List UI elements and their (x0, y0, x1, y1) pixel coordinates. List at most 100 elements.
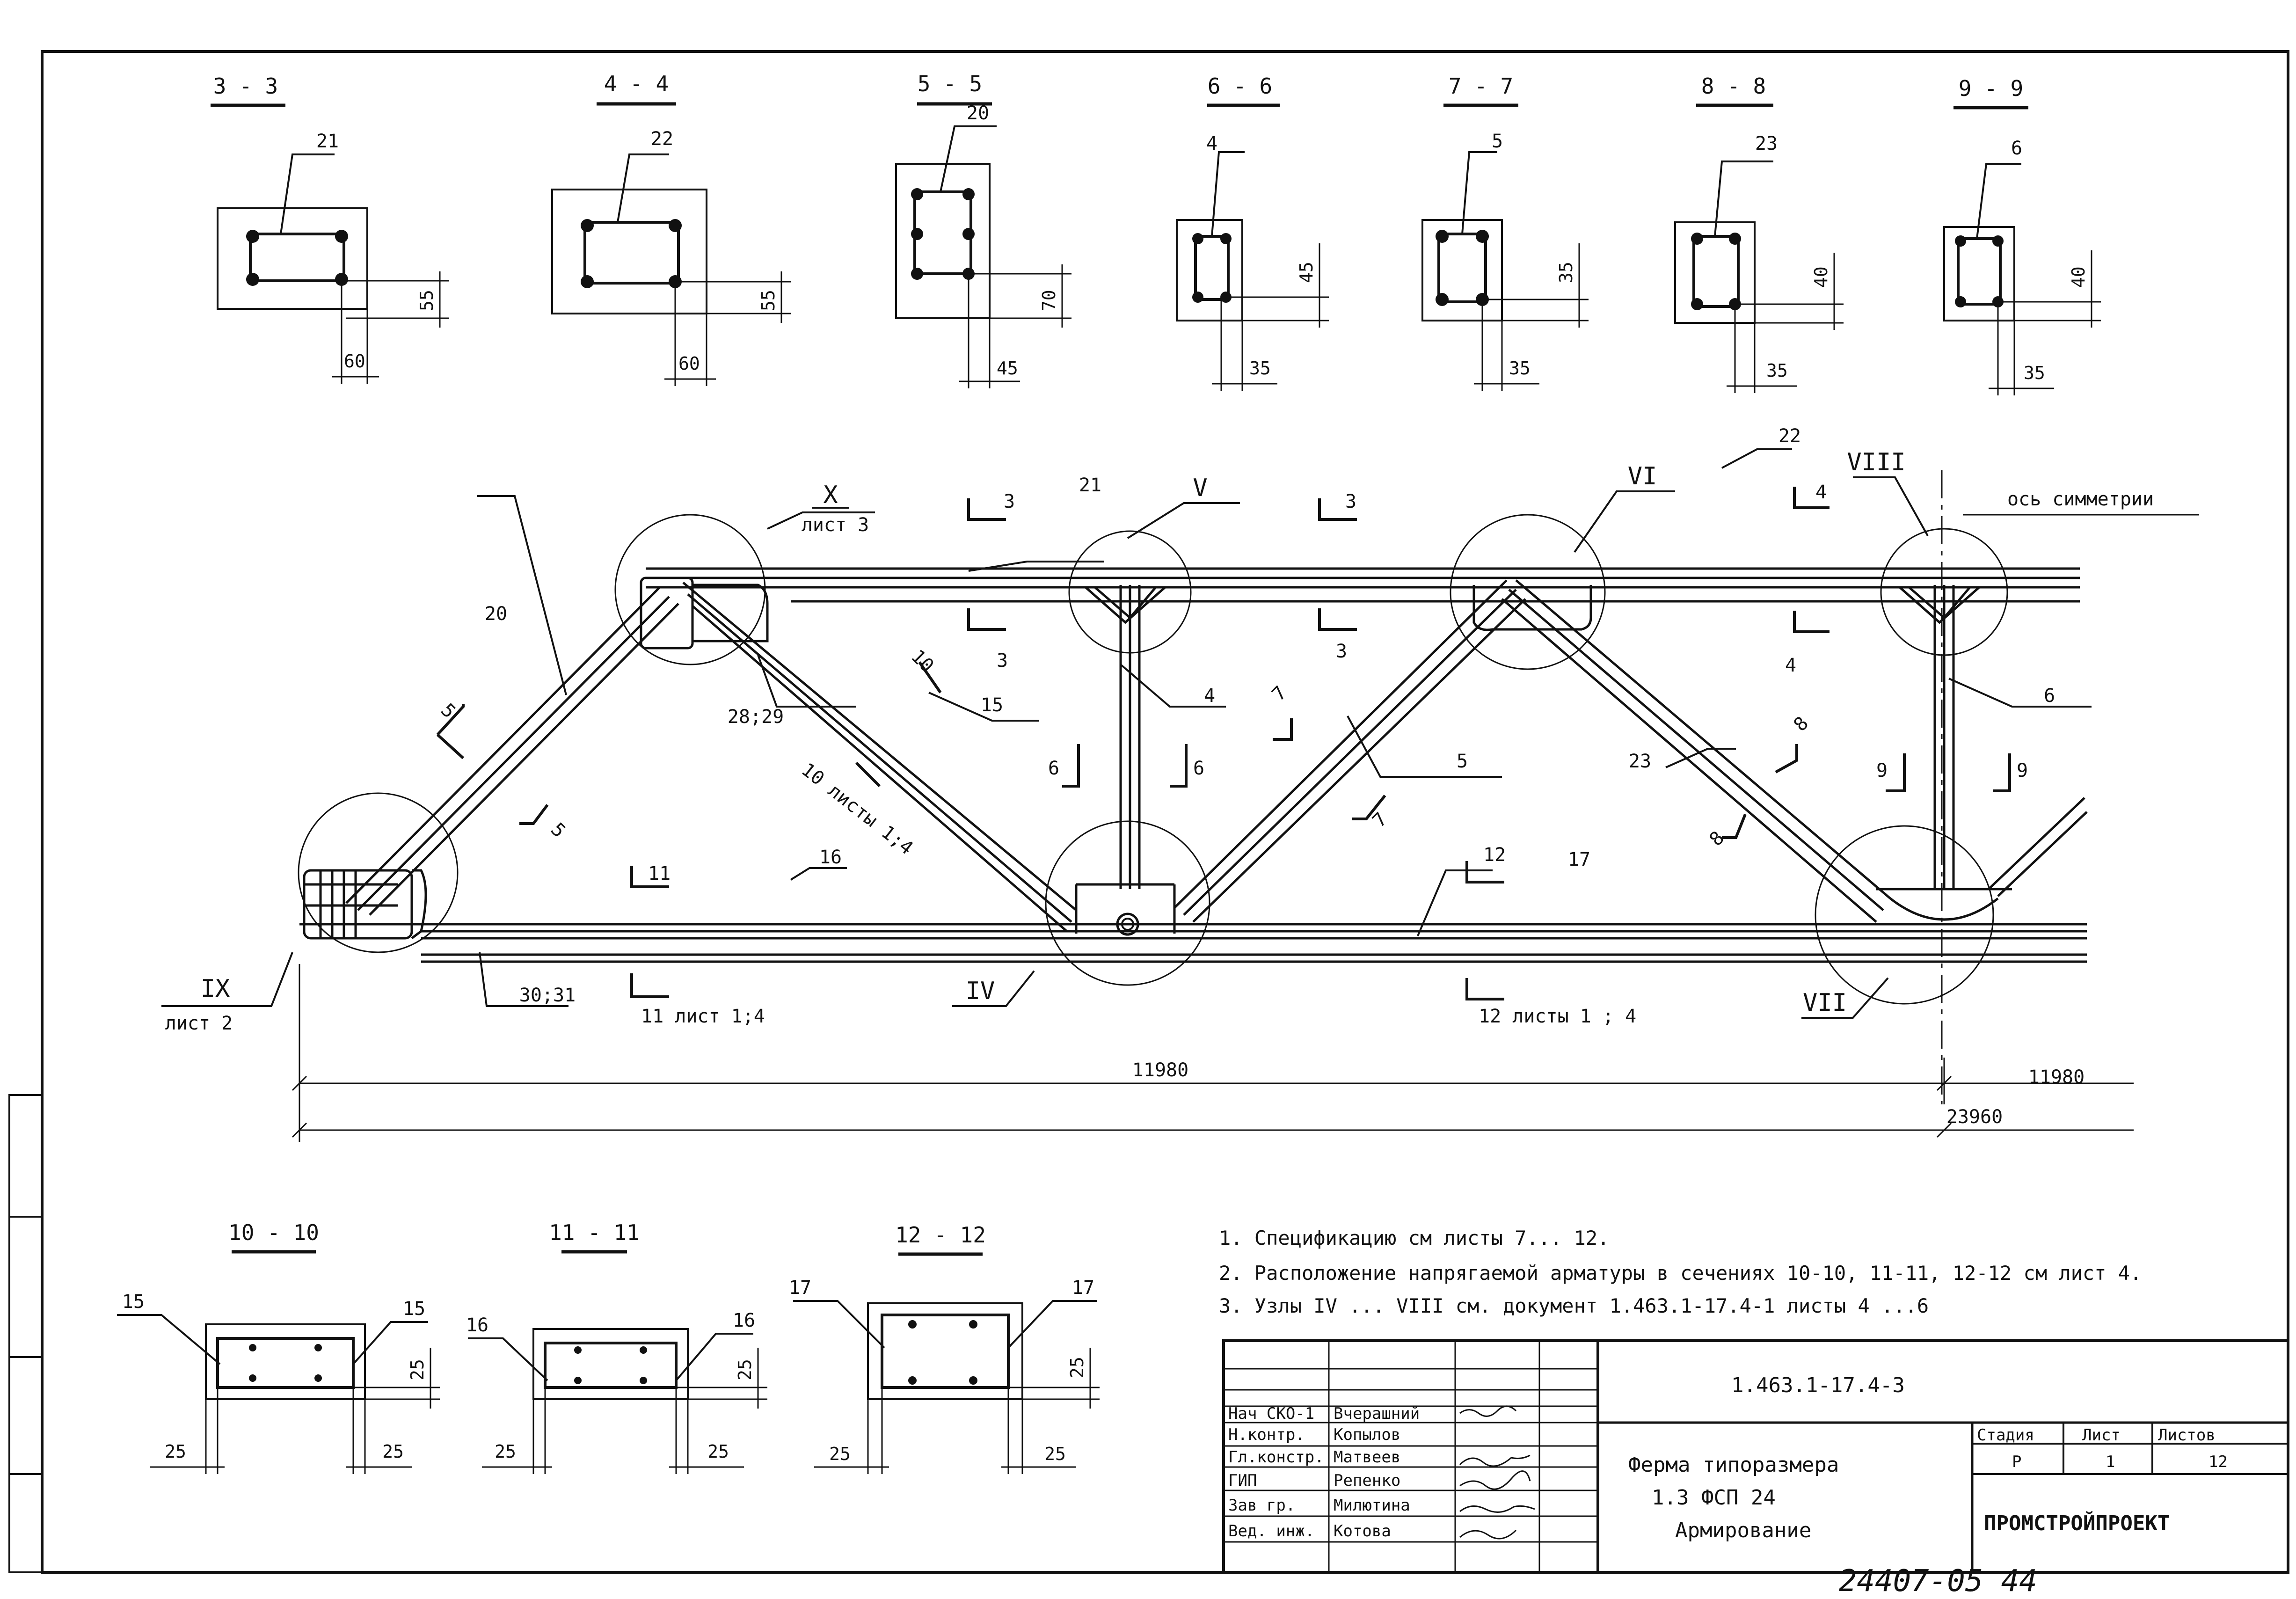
top-chord (646, 567, 2080, 603)
dim-horizontal: 60 (678, 353, 700, 374)
axis-of-symmetry (1941, 470, 2199, 1104)
section-title: 4 - 4 (604, 71, 669, 96)
note-3: 3. Узлы IV ... VIII см. документ 1.463.1… (1219, 1294, 1929, 1317)
section-3-3: 3 - 3 21 55 60 (211, 73, 449, 384)
stage-header: Стадия (1977, 1426, 2034, 1445)
role-4: Зав гр. (1228, 1496, 1295, 1515)
cut-4-label: 4 (1815, 482, 1827, 503)
name-4: Милютина (1334, 1496, 1410, 1515)
truss-elevation (298, 470, 2199, 1104)
dim-left: 25 (829, 1444, 851, 1464)
y-struts (1085, 586, 1980, 624)
title-line-2: 1.3 ФСП 24 (1652, 1486, 1776, 1510)
dim-horizontal: 60 (344, 351, 365, 372)
section-5-5: 5 - 5 20 70 45 (895, 71, 1071, 388)
title-block (1222, 1339, 2289, 1574)
document-code: 1.463.1-17.4-3 (1731, 1373, 1905, 1397)
dim-horizontal: 35 (1509, 358, 1531, 379)
node-ix-label: IX (201, 975, 230, 1003)
node-v-label: V (1193, 474, 1207, 502)
node-x-label: X (823, 481, 838, 509)
top-sections: 3 - 3 21 55 60 4 - 4 22 (211, 71, 2101, 395)
archive-stamp: 24407-05 44 (1839, 1564, 2037, 1599)
bar-23-label: 23 (1629, 751, 1651, 772)
section-title: 11 - 11 (549, 1220, 640, 1245)
role-1: Н.контр. (1228, 1425, 1305, 1444)
note-2: 2. Расположение напрягаемой арматуры в с… (1219, 1262, 2142, 1285)
dim-horizontal: 45 (997, 358, 1018, 379)
section-title: 7 - 7 (1449, 73, 1513, 99)
bar-17-label: 17 (1568, 849, 1590, 870)
cut-4-label: 4 (1785, 655, 1796, 676)
stage-value: Р (2012, 1453, 2021, 1471)
title-line-3: Армирование (1675, 1519, 1811, 1542)
signatures (1459, 1405, 1535, 1540)
bar-22-label: 22 (1778, 425, 1801, 447)
node-vi-label: VI (1628, 462, 1657, 490)
node-viii-label: VIII (1847, 448, 1905, 476)
bar-20-label: 20 (485, 603, 507, 625)
bottom-chord (299, 923, 2087, 963)
node-ix-sheet: лист 2 (165, 1013, 233, 1034)
cut-6-label: 6 (1048, 758, 1059, 779)
name-0: Вчерашний (1334, 1404, 1420, 1423)
bar-left: 15 (122, 1291, 145, 1313)
section-title: 3 - 3 (213, 73, 278, 99)
dim-vertical: 55 (758, 290, 779, 311)
cut-3-label: 3 (1345, 491, 1356, 512)
dim-vertical: 25 (407, 1359, 428, 1380)
dim-vertical: 55 (416, 290, 437, 311)
cut-10-label: 10 (907, 646, 938, 677)
dim-vertical: 40 (1811, 266, 1831, 288)
dim-half-left: 11980 (1132, 1059, 1188, 1081)
dim-half-right: 11980 (2028, 1066, 2085, 1088)
section-12-12: 12 - 12 17 17 25 25 25 (789, 1222, 1100, 1474)
cut-11-label: 11 (648, 863, 671, 884)
cut-12-label: 12 (1483, 844, 1506, 866)
bar-left: 17 (789, 1277, 811, 1299)
bar-number: 21 (316, 131, 339, 152)
section-title: 12 - 12 (895, 1222, 986, 1248)
node-iv-label: IV (966, 977, 995, 1005)
section-cut-markers (436, 487, 2011, 1000)
bar-number: 4 (1206, 133, 1217, 154)
bottom-sections: 10 - 10 15 15 25 25 25 11 - 11 (117, 1220, 1100, 1474)
dim-right: 25 (707, 1441, 729, 1462)
bar-30-31-label: 30;31 (519, 985, 576, 1006)
name-3: Репенко (1334, 1471, 1400, 1490)
bar-right: 17 (1072, 1277, 1094, 1299)
role-5: Вед. инж. (1228, 1522, 1314, 1541)
name-1: Копылов (1334, 1425, 1400, 1444)
dim-vertical: 40 (2068, 266, 2089, 288)
truss-leaders (161, 448, 2092, 1019)
sheet-value: 1 (2106, 1453, 2115, 1471)
cut-8-label: 8 (1790, 713, 1813, 736)
node-circles (298, 514, 2008, 1005)
dim-vertical: 35 (1556, 262, 1576, 283)
cut-12-label: 12 листы 1 ; 4 (1479, 1006, 1636, 1027)
bar-number: 20 (967, 102, 989, 124)
section-title: 9 - 9 (1959, 76, 2023, 101)
dim-vertical: 25 (735, 1359, 755, 1380)
node-details (303, 577, 2012, 940)
section-title: 8 - 8 (1701, 73, 1766, 99)
section-title: 5 - 5 (918, 71, 982, 96)
section-6-6: 6 - 6 4 45 35 (1176, 73, 1329, 391)
role-2: Гл.констр. (1228, 1448, 1324, 1467)
cut-3-label: 3 (1004, 491, 1015, 512)
cut-5-label: 5 (547, 819, 570, 842)
bar-16-label: 16 (819, 847, 842, 868)
axis-of-symmetry-label: ось симметрии (2007, 489, 2154, 510)
bar-number: 5 (1492, 131, 1503, 152)
bar-21-label: 21 (1079, 475, 1101, 496)
bar-15-label: 15 (981, 694, 1003, 716)
cut-3-label: 3 (997, 650, 1008, 672)
bar-number: 23 (1755, 133, 1778, 154)
bar-right: 16 (733, 1310, 755, 1331)
bar-number: 22 (651, 128, 673, 150)
section-4-4: 4 - 4 22 55 60 (551, 71, 791, 386)
dim-right: 25 (382, 1441, 404, 1462)
dim-left: 25 (495, 1441, 516, 1462)
role-0: Нач СКО-1 (1228, 1404, 1314, 1423)
